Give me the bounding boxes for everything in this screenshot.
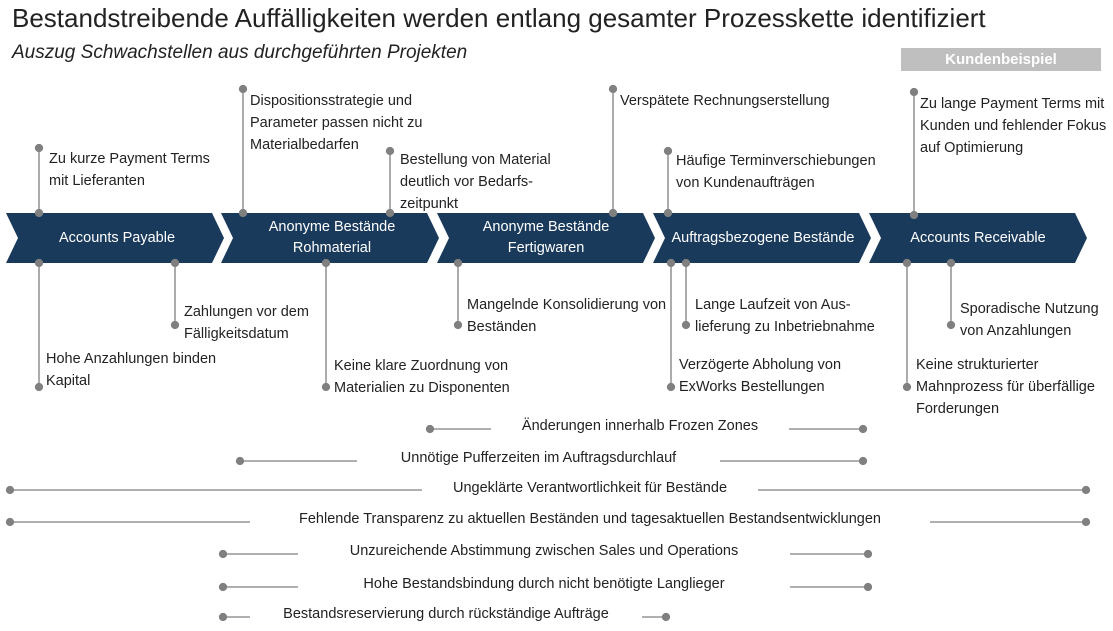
annotation: Verzögerte Abholung von ExWorks Bestellu…: [679, 357, 842, 395]
stage-label: Accounts Receivable: [910, 229, 1046, 246]
bar-dot: [425, 424, 435, 434]
annotation: Bestellung von Material deutlich vor Bed…: [400, 152, 551, 212]
connector-dot: [34, 208, 44, 218]
annotation: Zu kurze Payment Terms mit Lieferanten: [49, 151, 210, 189]
annotation: Sporadische Nutzung von Anzahlungen: [960, 301, 1099, 339]
customer-example-badge: Kundenbeispiel: [901, 48, 1101, 71]
cross-issue-label: Unnötige Pufferzeiten im Auftragsdurchla…: [400, 450, 677, 466]
connector-dot: [34, 382, 44, 392]
stage-label: Anonyme Bestände Fertigwaren: [482, 219, 610, 256]
connector-dot: [909, 210, 919, 220]
bar-dot: [1081, 485, 1091, 495]
cross-issue-label: Änderungen innerhalb Frozen Zones: [521, 418, 759, 434]
connector-dot: [902, 382, 912, 392]
connector-dot: [34, 258, 44, 268]
bar-dot: [858, 456, 868, 466]
annotation: Lange Laufzeit von Aus-lieferung zu Inbe…: [695, 297, 875, 335]
stage-label: Auftragsbezogene Bestände: [671, 229, 855, 246]
cross-issue-label: Bestandsreservierung durch rückständige …: [283, 606, 609, 622]
connector-dot: [663, 208, 673, 218]
annotation: Hohe Anzahlungen binden Kapital: [46, 351, 217, 389]
annotation: Zahlungen vor dem Fälligkeitsdatum: [184, 304, 309, 342]
bar-dot: [863, 582, 873, 592]
connector-dot: [946, 320, 956, 330]
cross-issue-label: Fehlende Transparenz zu aktuellen Bestän…: [298, 511, 881, 527]
connector-dot: [681, 258, 691, 268]
bar-dot: [661, 612, 671, 622]
bar-dot: [1081, 517, 1091, 527]
bar-dot: [5, 485, 15, 495]
annotation: Häufige Terminverschiebungen von Kundena…: [676, 153, 876, 191]
chevron-fertigwaren: [437, 213, 655, 263]
connector-dot: [170, 320, 180, 330]
annotation: Dispositionsstrategie und Parameter pass…: [250, 93, 423, 153]
bar-dot: [858, 424, 868, 434]
connector-dot: [238, 84, 248, 94]
chevron-accounts-receivable: [869, 213, 1087, 263]
connector-dot: [666, 258, 676, 268]
bar-dot: [5, 517, 15, 527]
connector-dot: [608, 84, 618, 94]
connector-dot: [453, 320, 463, 330]
page-title: Bestandstreibende Auffälligkeiten werden…: [12, 3, 986, 33]
annotation: Keine klare Zuordnung von Materialien zu…: [334, 358, 510, 396]
bar-dot: [863, 549, 873, 559]
connector-dot: [385, 208, 395, 218]
cross-issue-label: Hohe Bestandsbindung durch nicht benötig…: [363, 576, 725, 592]
bar-dot: [218, 612, 228, 622]
connector-dot: [321, 382, 331, 392]
stage-label: Anonyme Bestände Rohmaterial: [268, 219, 396, 256]
chevron-auftragsbezogen: [653, 213, 871, 263]
connector-dot: [238, 208, 248, 218]
bar-dot: [218, 549, 228, 559]
bar-dot: [218, 582, 228, 592]
chevron-accounts-payable: [6, 213, 224, 263]
page-subtitle: Auszug Schwachstellen aus durchgeführten…: [12, 42, 468, 63]
connector-dot: [385, 146, 395, 156]
cross-issue-label: Unzureichende Abstimmung zwischen Sales …: [349, 543, 739, 559]
connector-dot: [663, 146, 673, 156]
connector-dot: [909, 87, 919, 97]
connector-dot: [608, 208, 618, 218]
connector-dot: [34, 143, 44, 153]
bar-dot: [235, 456, 245, 466]
annotation: Verspätete Rechnungserstellung: [620, 93, 830, 109]
connector-dot: [666, 382, 676, 392]
annotation: Keine strukturierter Mahnprozess für übe…: [916, 357, 1095, 417]
annotation: Mangelnde Konsolidierung von Beständen: [467, 297, 667, 335]
stage-label: Accounts Payable: [58, 229, 176, 246]
connector-dot: [681, 320, 691, 330]
connector-dot: [453, 258, 463, 268]
annotation: Zu lange Payment Terms mit Kunden und fe…: [920, 96, 1107, 156]
chevron-rohmaterial: [221, 213, 439, 263]
connector-dot: [170, 258, 180, 268]
connector-dot: [321, 258, 331, 268]
cross-issue-label: Ungeklärte Verantwortlichkeit für Bestän…: [452, 480, 728, 496]
connector-dot: [902, 258, 912, 268]
connector-dot: [946, 258, 956, 268]
